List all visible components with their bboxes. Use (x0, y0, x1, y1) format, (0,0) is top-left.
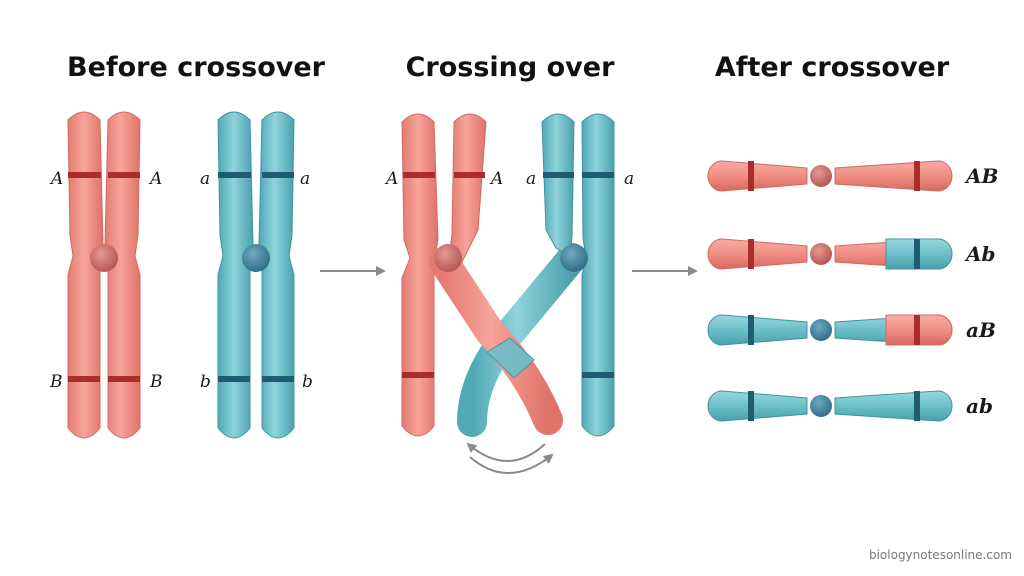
gamete-label: AB (964, 164, 998, 188)
band-A-right (108, 172, 140, 178)
band-a-outer (582, 172, 614, 178)
label-A-3: A (384, 169, 398, 189)
label-a-3: a (526, 169, 536, 189)
red-chromatid-left (67, 111, 104, 439)
band-A-outer (403, 172, 435, 178)
gamete-chromosomes: AB Ab aB ab (707, 160, 998, 422)
title-before-crossover: Before crossover (66, 52, 325, 83)
swap-arrows-icon (466, 442, 554, 474)
title-crossing-over: Crossing over (405, 52, 615, 83)
label-b-2: b (302, 372, 313, 392)
centromere (810, 319, 832, 341)
band-A-left (68, 172, 101, 178)
centromere-blue-crossing (560, 244, 588, 272)
gamete-label: aB (966, 318, 996, 342)
red-chromosome-before (67, 111, 141, 439)
label-a-2: a (300, 169, 310, 189)
red-chromatid-right (104, 111, 141, 439)
blue-chromosome-before (217, 111, 295, 439)
left-arm (707, 314, 808, 346)
gamete-chromosome-Ab: Ab (707, 238, 996, 270)
gamete-chromosome-aB: aB (707, 314, 996, 346)
band-lower-gene (914, 239, 920, 269)
right-arm (834, 390, 953, 422)
label-a-4: a (624, 169, 634, 189)
label-B-1: B (49, 372, 63, 392)
band-B-left (68, 376, 100, 382)
centromere (810, 243, 832, 265)
band-A-inner (454, 172, 485, 178)
gamete-label: ab (966, 394, 993, 418)
band-B-outer (402, 372, 434, 378)
band-b-left (218, 376, 250, 382)
exchanged-segment (486, 337, 535, 379)
label-a-1: a (200, 169, 210, 189)
band-b-right (262, 376, 294, 382)
band-lower-gene (914, 391, 920, 421)
band-a-inner (543, 172, 574, 178)
band-upper-gene (748, 239, 754, 269)
band-upper-gene (748, 161, 754, 191)
label-B-2: B (149, 372, 163, 392)
gamete-chromosome-ab: ab (707, 390, 993, 422)
left-arm (707, 390, 808, 422)
band-B-right (108, 376, 140, 382)
watermark: biologynotesonline.com (868, 548, 1012, 562)
gamete-chromosome-AB: AB (707, 160, 998, 192)
right-arm (834, 160, 953, 192)
centromere-red-crossing (434, 244, 462, 272)
band-upper-gene (748, 315, 754, 345)
centromere-red (90, 244, 118, 272)
band-lower-gene (914, 161, 920, 191)
band-lower-gene (914, 315, 920, 345)
left-arm (707, 238, 808, 270)
blue-chromatid-upper-arm (541, 113, 575, 257)
gamete-label: Ab (964, 242, 996, 266)
left-arm (707, 160, 808, 192)
band-b-outer (582, 372, 614, 378)
centromere (810, 165, 832, 187)
band-a-left (218, 172, 251, 178)
label-A-4: A (489, 169, 503, 189)
band-a-right (262, 172, 294, 178)
label-A-1: A (49, 169, 63, 189)
band-upper-gene (748, 391, 754, 421)
blue-chromatid-outer (581, 113, 615, 437)
blue-chromatid-right (258, 111, 295, 439)
label-A-2: A (148, 169, 162, 189)
crossing-over-chromosomes (401, 113, 615, 437)
title-after-crossover: After crossover (714, 52, 950, 83)
red-chromatid-outer (401, 113, 439, 437)
red-chromatid-upper-arm (449, 113, 487, 263)
centromere-blue (242, 244, 270, 272)
label-b-1: b (200, 372, 211, 392)
blue-chromatid-left (217, 111, 254, 439)
centromere (810, 395, 832, 417)
